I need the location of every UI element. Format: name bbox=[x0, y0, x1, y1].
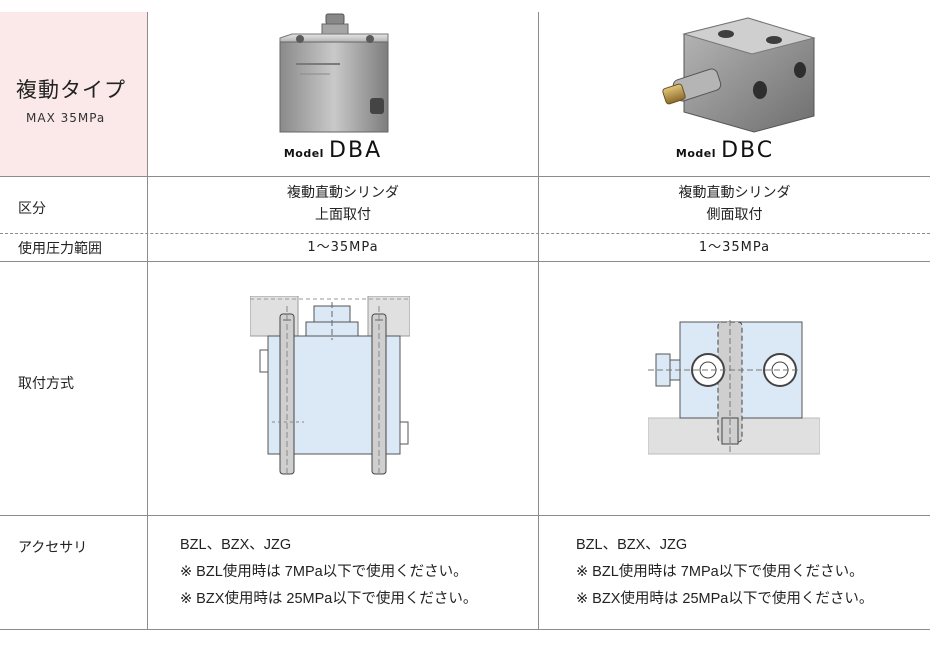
category-line2: 上面取付 bbox=[315, 207, 371, 223]
accessory-line2: ※ BZL使用時は 7MPa以下で使用ください。 bbox=[576, 564, 864, 580]
dbc-product-image bbox=[662, 17, 816, 133]
header-cell bbox=[0, 12, 147, 176]
pressure-value-dbc: 1～35MPa bbox=[698, 240, 771, 255]
accessory-line3: ※ BZX使用時は 25MPa以下で使用ください。 bbox=[180, 591, 478, 607]
accessory-line1: BZL、BZX、JZG bbox=[576, 537, 688, 553]
row-divider-dashed bbox=[0, 233, 930, 234]
row-divider bbox=[0, 176, 930, 177]
accessory-line3: ※ BZX使用時は 25MPa以下で使用ください。 bbox=[576, 591, 874, 607]
model-prefix: Model bbox=[675, 147, 716, 160]
pressure-value-dba: 1～35MPa bbox=[307, 240, 379, 255]
accessory-line2: ※ BZL使用時は 7MPa以下で使用ください。 bbox=[180, 564, 468, 580]
column-divider bbox=[538, 12, 539, 629]
category-line1: 複動直動シリンダ bbox=[287, 185, 399, 201]
row-label-category: 区分 bbox=[18, 201, 46, 217]
category-line1: 複動直動シリンダ bbox=[678, 185, 791, 201]
category-value-dbc: 複動直動シリンダ 側面取付 bbox=[539, 182, 930, 226]
model-prefix: Model bbox=[283, 147, 324, 160]
row-divider bbox=[0, 515, 930, 516]
column-divider bbox=[147, 12, 148, 629]
row-divider bbox=[0, 629, 930, 630]
model-label-dbc: Model DBC bbox=[640, 138, 810, 163]
model-name: DBA bbox=[329, 138, 383, 163]
model-name: DBC bbox=[721, 138, 775, 163]
dba-mounting-drawing bbox=[250, 296, 410, 476]
type-title: 複動タイプ bbox=[16, 78, 126, 102]
accessory-value-dba: BZL、BZX、JZG ※ BZL使用時は 7MPa以下で使用ください。 ※ B… bbox=[180, 532, 477, 613]
category-value-dba: 複動直動シリンダ 上面取付 bbox=[148, 182, 538, 226]
accessory-line1: BZL、BZX、JZG bbox=[180, 537, 292, 553]
row-label-accessory: アクセサリ bbox=[18, 540, 88, 556]
row-label-mounting: 取付方式 bbox=[18, 376, 74, 392]
model-label-dba: Model DBA bbox=[248, 138, 418, 163]
accessory-value-dbc: BZL、BZX、JZG ※ BZL使用時は 7MPa以下で使用ください。 ※ B… bbox=[576, 532, 873, 613]
row-label-pressure: 使用圧力範囲 bbox=[18, 241, 102, 257]
dbc-mounting-drawing bbox=[648, 320, 820, 455]
row-divider bbox=[0, 261, 930, 262]
category-line2: 側面取付 bbox=[706, 207, 763, 223]
max-pressure-label: MAX 35MPa bbox=[26, 111, 106, 125]
dba-product-image bbox=[279, 13, 389, 133]
